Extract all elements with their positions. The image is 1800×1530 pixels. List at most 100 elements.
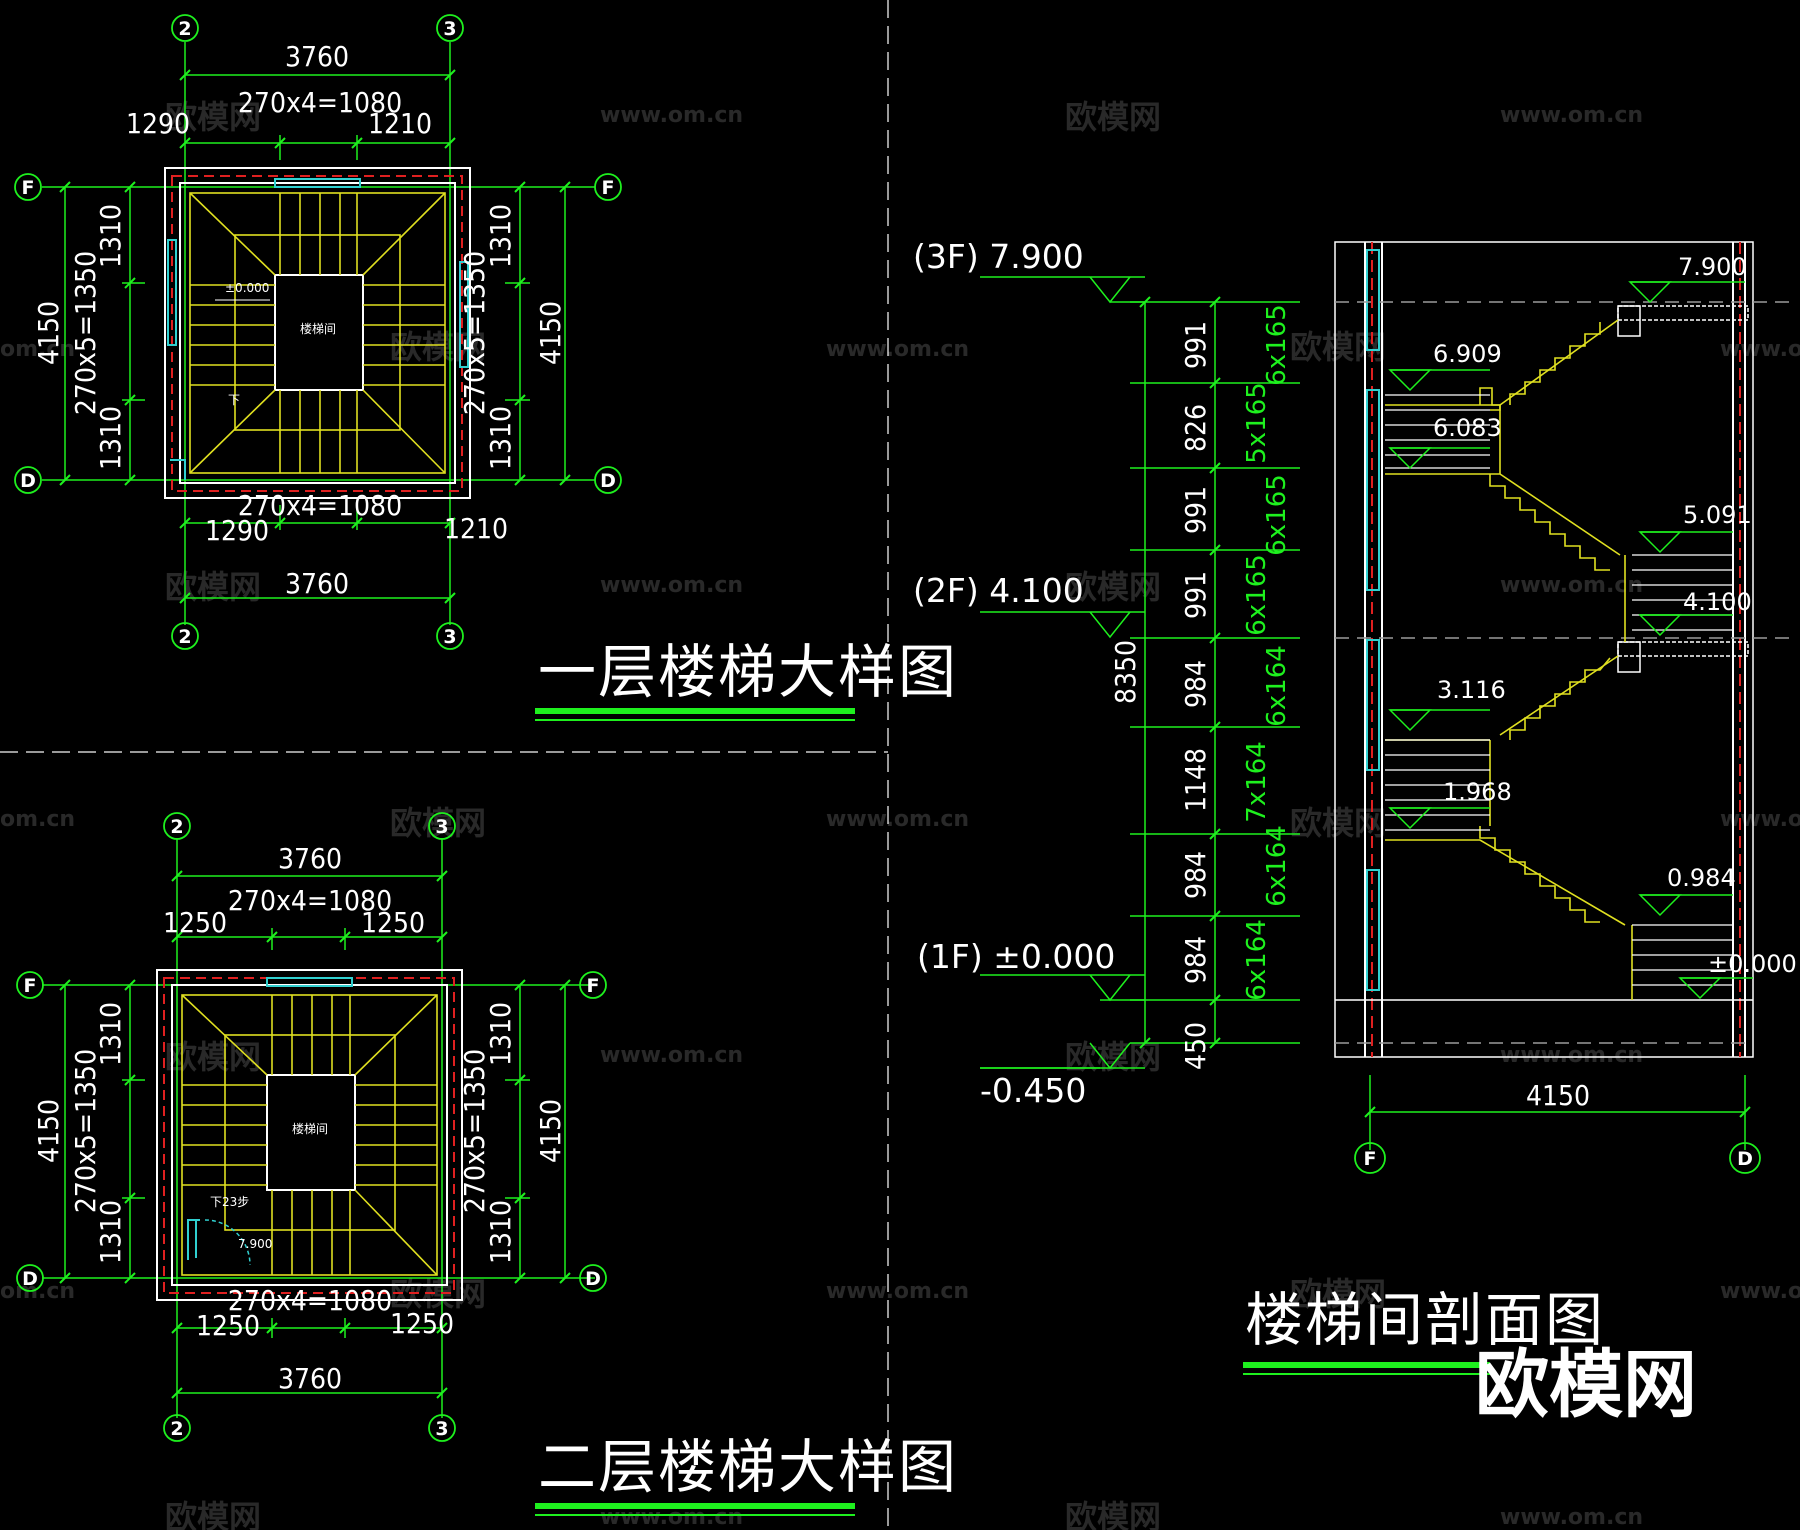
svg-text:欧模网: 欧模网	[165, 1038, 261, 1076]
dim-right-total-b: 4150	[534, 1099, 567, 1163]
level-ground: -0.450	[980, 1071, 1086, 1110]
svg-text:www.om.cn: www.om.cn	[826, 1279, 969, 1304]
axis-3-top: 3	[443, 18, 456, 40]
seg-dim-3: 991	[1179, 486, 1212, 534]
svg-text:om.cn: om.cn	[0, 807, 75, 832]
dim-top-total-b: 3760	[278, 842, 342, 875]
level-label: ±0.000	[225, 281, 269, 295]
dim-right-treads-b: 270x5=1350	[458, 1049, 491, 1213]
dim-bottom-left-b: 1250	[196, 1309, 260, 1342]
axis-f-section: F	[1364, 1148, 1377, 1170]
elev-5091: 5.091	[1683, 501, 1752, 529]
elev-7900: 7.900	[1678, 253, 1747, 281]
svg-text:欧模网: 欧模网	[165, 98, 261, 136]
axis-3-bottom-b: 3	[435, 1418, 448, 1440]
dim-left-top: 1310	[94, 204, 127, 268]
down-steps-label: 下23步	[210, 1195, 249, 1209]
axis-f-right-b: F	[587, 975, 600, 997]
dim-section-width: 4150	[1526, 1079, 1590, 1112]
dim-top-right-b: 1250	[361, 906, 425, 939]
level-1f: (1F) ±0.000	[917, 937, 1115, 976]
dim-top-treads-b: 270x4=1080	[228, 884, 392, 917]
seg-dim-7: 984	[1179, 851, 1212, 899]
seg-dim-6: 1148	[1179, 748, 1212, 812]
svg-text:www.om.cn: www.om.cn	[600, 573, 743, 598]
brand-logo: 欧模网	[1475, 1342, 1697, 1428]
section-title: 楼梯间剖面图	[1245, 1286, 1605, 1354]
stair-section: F D (3F) 7.900 (2F) 4.100 (1F) ±0.000 -0…	[913, 237, 1797, 1375]
svg-text:om.cn: om.cn	[0, 337, 75, 362]
svg-text:www.om.cn: www.om.cn	[826, 337, 969, 362]
svg-text:www.om.cn: www.om.cn	[1720, 1279, 1800, 1304]
seg-steps-7: 6x164	[1262, 825, 1292, 907]
axis-d-right: D	[600, 470, 616, 492]
axis-3-bottom: 3	[443, 626, 456, 648]
svg-text:欧模网: 欧模网	[165, 568, 261, 606]
elev-6909: 6.909	[1433, 340, 1502, 368]
axis-d-left: D	[20, 470, 36, 492]
dim-top-left-b: 1250	[163, 906, 227, 939]
svg-text:欧模网: 欧模网	[1290, 328, 1386, 366]
axis-f-left: F	[22, 177, 35, 199]
dim-bottom-treads: 270x4=1080	[238, 489, 402, 522]
dim-bottom-left: 1290	[205, 514, 269, 547]
dim-right-top-b: 1310	[484, 1002, 517, 1066]
elev-0000: ±0.000	[1708, 950, 1797, 978]
seg-steps-8: 6x164	[1242, 919, 1272, 1001]
dim-bottom-treads-b: 270x4=1080	[228, 1284, 392, 1317]
elev-4100: 4.100	[1683, 588, 1752, 616]
seg-steps-3: 6x165	[1262, 474, 1292, 556]
dim-top-treads: 270x4=1080	[238, 86, 402, 119]
seg-steps-6: 7x164	[1242, 741, 1272, 823]
axis-d-right-b: D	[585, 1268, 601, 1290]
dim-left-treads-b: 270x5=1350	[69, 1049, 102, 1213]
dim-left-total: 4150	[32, 301, 65, 365]
elev-0984: 0.984	[1667, 864, 1736, 892]
dim-right-treads: 270x5=1350	[458, 251, 491, 415]
svg-text:www.om.cn: www.om.cn	[600, 1505, 743, 1530]
svg-text:欧模网: 欧模网	[165, 1498, 261, 1530]
axis-2-bottom-b: 2	[170, 1418, 183, 1440]
svg-text:www.om.cn: www.om.cn	[1500, 103, 1643, 128]
dim-top-right: 1210	[368, 107, 432, 140]
dim-top-left: 1290	[126, 107, 190, 140]
svg-text:om.cn: om.cn	[0, 1279, 75, 1304]
down-label: 下	[228, 393, 240, 407]
axis-2-bottom: 2	[178, 626, 191, 648]
plan-1-title: 一层楼梯大样图	[538, 638, 958, 706]
watermarks: 欧模网 www.om.cn 欧模网 www.om.cn om.cn 欧模网 ww…	[0, 98, 1800, 1530]
seg-steps-2: 5x165	[1242, 382, 1272, 464]
svg-text:欧模网: 欧模网	[1065, 1498, 1161, 1530]
seg-steps-4: 6x165	[1242, 554, 1272, 636]
svg-text:www.om.cn: www.om.cn	[1500, 1043, 1643, 1068]
dim-top-total: 3760	[285, 40, 349, 73]
dim-right-bottom: 1310	[484, 406, 517, 470]
level-label-b: 7.900	[238, 1237, 272, 1251]
level-2f: (2F) 4.100	[913, 571, 1084, 610]
svg-text:欧模网: 欧模网	[390, 804, 486, 842]
elev-6083: 6.083	[1433, 414, 1502, 442]
axis-2-top: 2	[178, 18, 191, 40]
axis-d-left-b: D	[22, 1268, 38, 1290]
svg-text:欧模网: 欧模网	[1065, 98, 1161, 136]
sheet-dividers	[0, 0, 889, 1530]
level-3f: (3F) 7.900	[913, 237, 1084, 276]
dim-bottom-total-b: 3760	[278, 1362, 342, 1395]
dim-right-bottom-b: 1310	[484, 1200, 517, 1264]
svg-text:www.om.cn: www.om.cn	[1500, 1505, 1643, 1530]
axis-d-section: D	[1737, 1148, 1753, 1170]
seg-steps-1: 6x165	[1262, 304, 1292, 386]
plan-2-stair-detail: 2 3 2 3 F F D D 3760 270x4=1080 1250 125…	[16, 812, 956, 1516]
svg-text:欧模网: 欧模网	[1290, 1275, 1386, 1313]
svg-text:欧模网: 欧模网	[390, 1275, 486, 1313]
seg-dim-2: 826	[1179, 404, 1212, 452]
svg-text:www.om.cn: www.om.cn	[600, 1043, 743, 1068]
dim-right-top: 1310	[484, 204, 517, 268]
svg-text:www.om.cn: www.om.cn	[600, 103, 743, 128]
svg-text:www.om.cn: www.om.cn	[826, 807, 969, 832]
dim-bottom-total: 3760	[285, 567, 349, 600]
seg-dim-5: 984	[1179, 660, 1212, 708]
axis-3-top-b: 3	[435, 816, 448, 838]
seg-dim-8: 984	[1179, 936, 1212, 984]
